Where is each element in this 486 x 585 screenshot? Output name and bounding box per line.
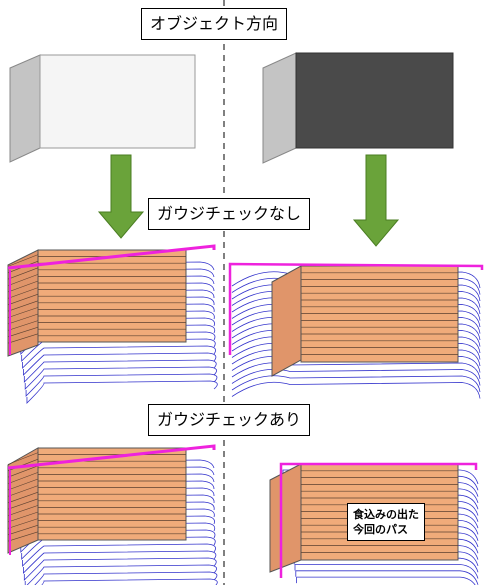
hatch-line [7, 307, 39, 318]
toolpath-line [291, 538, 479, 554]
hatch-lines-1 [7, 254, 186, 344]
title-label: オブジェクト方向 [141, 8, 288, 40]
section-label-gouge: ガウジチェックあり [148, 404, 311, 436]
toolpath-line [231, 362, 481, 380]
toolpath-line [286, 501, 479, 516]
hatch-lines-2 [301, 272, 458, 355]
toolpath-line [23, 550, 217, 574]
tool-side-2 [271, 265, 302, 377]
toolpath-line [34, 571, 218, 585]
panel-no-gouge-light [7, 244, 218, 404]
section-label-no-gouge: ガウジチェックなし [148, 198, 311, 230]
toolpath-line [285, 488, 479, 504]
tool-side-4 [269, 463, 302, 573]
hatch-lines-3 [7, 452, 186, 542]
hatch-line [7, 287, 39, 299]
toolpath-line [296, 576, 476, 585]
hatch-line [7, 280, 39, 293]
magenta-path-2 [228, 262, 484, 355]
toolpath-line [24, 564, 217, 585]
toolpath-line [24, 366, 217, 390]
toolpath-line [289, 526, 479, 541]
hatch-line [7, 452, 39, 465]
hatch-line [7, 524, 39, 536]
toolpath-line [25, 373, 218, 397]
toolpath-line [231, 381, 481, 399]
arrow-down-left [97, 154, 145, 239]
toolpath-line [231, 375, 481, 393]
hatch-line [7, 498, 39, 510]
toolpath-line [292, 545, 479, 560]
hatch-line [7, 267, 39, 280]
magenta-path-1 [7, 244, 216, 270]
toolpath-line [282, 469, 479, 485]
toolpath-line [290, 532, 479, 548]
toolpath-line [294, 564, 479, 579]
toolpath-line [288, 513, 479, 529]
toolpath-line [23, 352, 217, 376]
toolpath-line [285, 494, 479, 510]
toolpath-line [23, 557, 217, 581]
hatch-line [7, 274, 39, 286]
panel-gouge-light [7, 444, 218, 585]
toolpath-line [295, 570, 479, 585]
hatch-line [7, 485, 39, 497]
hatch-line [7, 518, 39, 529]
toolpath-line [293, 557, 479, 573]
hatch-line [7, 333, 39, 344]
toolpath-line [289, 520, 479, 535]
hatch-line [7, 326, 39, 338]
toolpath-line [41, 578, 218, 585]
magenta-path-4 [279, 462, 478, 578]
toolpath-lines-1 [11, 261, 218, 404]
toolpath-line [283, 475, 479, 491]
object-light-side [9, 54, 41, 163]
hatch-line [7, 511, 39, 523]
hatch-line [7, 313, 39, 325]
toolpath-line [287, 507, 479, 522]
object-light [9, 54, 196, 163]
toolpath-line [22, 543, 216, 567]
hatch-line [7, 531, 39, 542]
object-dark-face [295, 52, 454, 149]
toolpath-line [293, 551, 479, 567]
annotation-box: 食込みの出た 今回のパス [347, 503, 425, 541]
toolpath-lines-4 [282, 469, 479, 585]
toolpath-line [22, 345, 216, 369]
hatch-line [7, 491, 39, 504]
object-light-face [39, 54, 196, 149]
object-dark-side [262, 52, 297, 164]
hatch-line [7, 300, 39, 312]
hatch-line [7, 472, 39, 484]
hatch-line [7, 478, 39, 491]
toolpath-line [231, 368, 481, 386]
hatch-line [7, 254, 39, 267]
object-dark [262, 52, 454, 164]
toolpath-line [23, 359, 217, 383]
toolpath-line [284, 482, 479, 497]
hatch-line [7, 293, 39, 306]
annotation-line-1: 食込みの出た [353, 508, 419, 521]
hatch-line [7, 320, 39, 331]
hatch-line [7, 465, 39, 478]
toolpath-line [26, 380, 218, 404]
arrow-down-right [352, 154, 400, 247]
hatch-line [7, 505, 39, 516]
annotation-line-2: 今回のパス [353, 523, 408, 536]
magenta-path-3 [7, 444, 216, 470]
panel-no-gouge-dark [228, 262, 484, 399]
